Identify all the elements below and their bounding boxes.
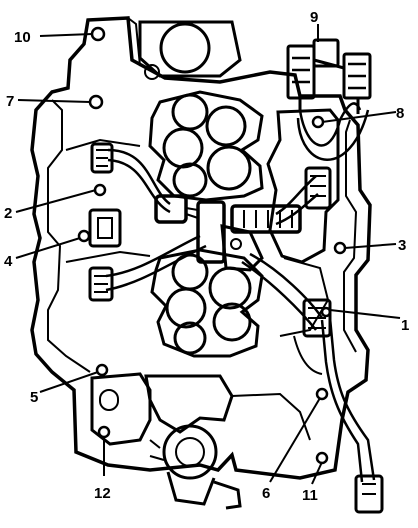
callout-2: 2 [4, 205, 12, 222]
left-runner-region [65, 138, 151, 263]
right-injector-connectors [302, 166, 332, 338]
callout-12: 12 [94, 485, 111, 502]
callout-11: 11 [302, 487, 318, 504]
sensor-connector [354, 474, 384, 514]
bolt-hole-7 [88, 94, 104, 110]
callout-1: 1 [401, 317, 409, 334]
bolt-hole-4 [77, 229, 91, 243]
throttle-body-assembly [90, 372, 311, 510]
callout-10: 10 [14, 29, 31, 46]
fuel-fittings [286, 38, 372, 114]
callout-3: 3 [398, 237, 406, 254]
bolt-hole-5 [95, 363, 109, 377]
bolt-hole-10 [90, 26, 106, 42]
bolt-hole-8 [311, 115, 325, 129]
bolt-hole-2 [93, 183, 107, 197]
callout-8: 8 [396, 105, 404, 122]
bolt-hole-12 [97, 425, 111, 439]
intake-ports [148, 90, 264, 358]
leader-lines [15, 24, 401, 485]
callout-6: 6 [262, 485, 270, 502]
left-injector-connectors [88, 142, 114, 302]
bolt-hole-11 [315, 451, 329, 465]
callout-9: 9 [310, 9, 318, 26]
callout-4: 4 [4, 253, 13, 270]
callout-7: 7 [6, 93, 14, 110]
callout-5: 5 [30, 389, 38, 406]
bolt-hole-1 [320, 306, 332, 318]
bolt-hole-6 [315, 387, 329, 401]
upper-casting [138, 20, 242, 80]
bolt-hole-3 [333, 241, 347, 255]
callout-labels: 1 2 3 4 5 6 7 8 9 10 11 12 [4, 9, 409, 504]
central-connector-block [154, 194, 302, 272]
